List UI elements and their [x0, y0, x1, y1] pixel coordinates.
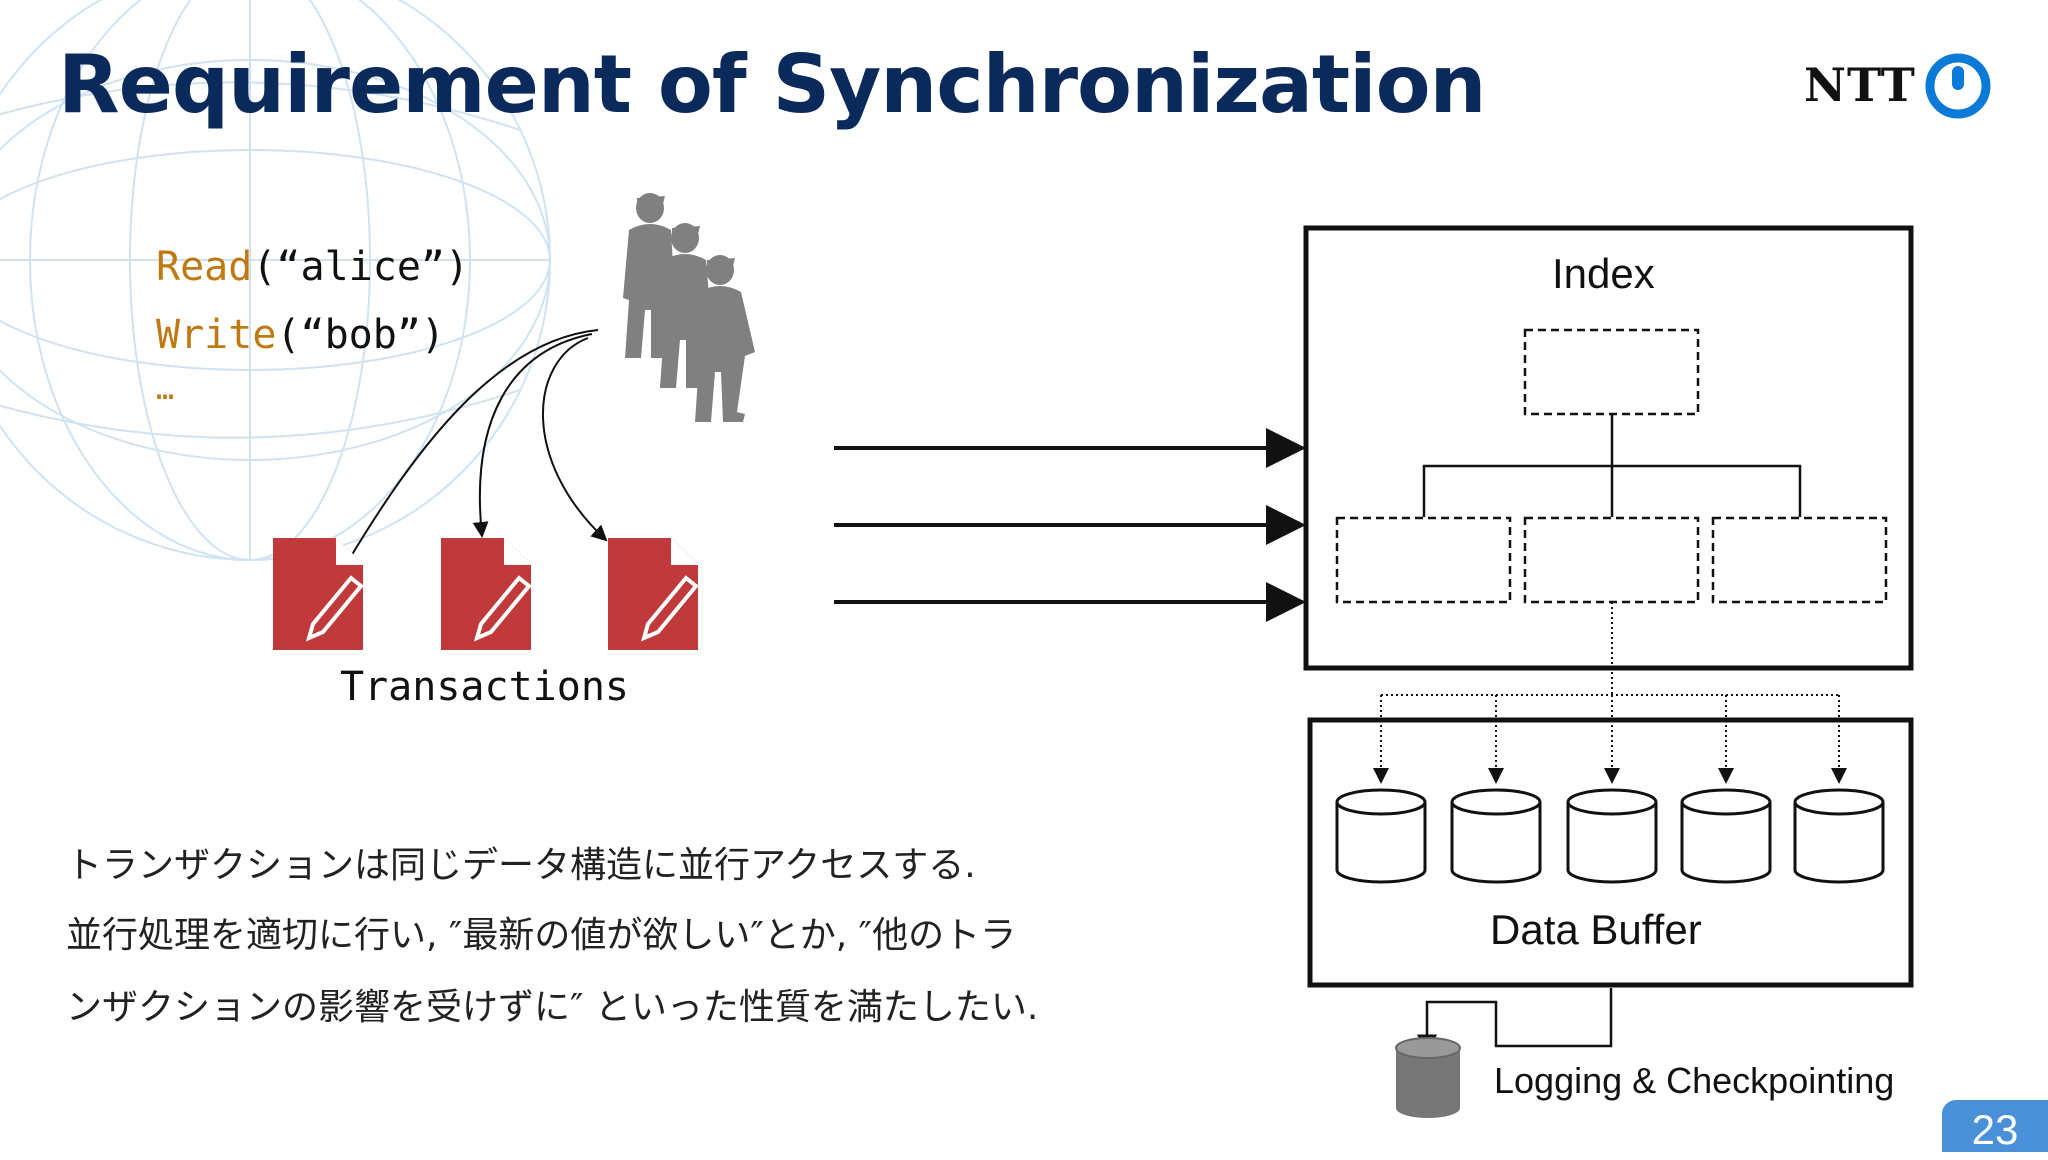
data-buffer-box: [1307, 717, 1914, 988]
buffer-cylinders: [1335, 788, 1885, 884]
slide-title: Requirement of Synchronization: [58, 38, 1486, 131]
description-line-3: ンザクションの影響を受けずに″ といった性質を満たしたい.: [66, 987, 1039, 1028]
ntt-logo-text: NTT: [1804, 58, 1916, 112]
code-line-write: Write(“bob”): [156, 312, 445, 358]
workers-silhouette-icon: [623, 193, 755, 422]
transaction-document-icon: [608, 538, 699, 650]
index-label: Index: [1552, 250, 1655, 297]
page-number-badge: 23: [1942, 1100, 2048, 1153]
code-line-read: Read(“alice”): [156, 244, 469, 290]
transactions-label: Transactions: [340, 664, 629, 710]
transaction-document-icon: [441, 538, 532, 650]
index-tree: [1335, 328, 1888, 604]
logging-label: Logging & Checkpointing: [1494, 1060, 1895, 1101]
code-write-args: (“bob”): [276, 312, 445, 358]
description-line-1: トランザクションは同じデータ構造に並行アクセスする.: [66, 845, 976, 886]
index-to-buffer-links: [1373, 602, 1847, 784]
index-box: [1303, 225, 1914, 671]
code-write-keyword: Write: [156, 312, 277, 358]
log-disk-icon: [1395, 1037, 1461, 1118]
background-globe-graphic: [0, 0, 551, 561]
code-line-ellipsis: …: [156, 372, 175, 407]
code-read-args: (“alice”): [252, 244, 470, 290]
access-arrows: [834, 428, 1306, 622]
transaction-document-icon: [273, 538, 364, 650]
code-read-keyword: Read: [156, 244, 253, 290]
logging-connector: [1417, 988, 1613, 1055]
description-line-2: 並行処理を適切に行い, ″最新の値が欲しい″とか, ″他のトラ: [66, 915, 1017, 956]
ntt-logo-icon: [1925, 53, 1991, 119]
data-buffer-label: Data Buffer: [1490, 906, 1702, 953]
